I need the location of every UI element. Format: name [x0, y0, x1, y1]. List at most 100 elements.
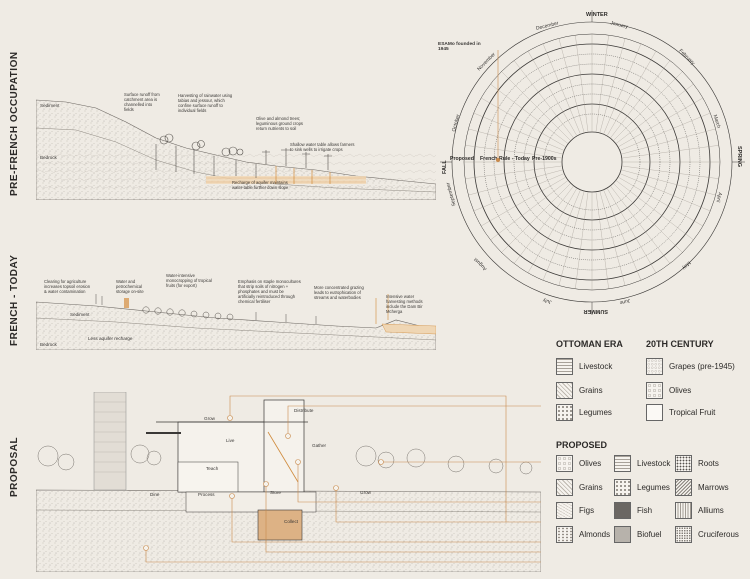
wheel-spoke [527, 51, 578, 137]
wheel-spoke [621, 165, 719, 179]
label-teach: Teach [206, 466, 219, 471]
note-shallow-water: Shallow water table allows farmers to si… [290, 142, 355, 152]
legend-century-olives: Olives [646, 381, 691, 399]
wheel-spoke [501, 71, 571, 141]
wheel-spoke [613, 183, 683, 253]
legend-proposed-almonds: Almonds [556, 525, 610, 543]
french-today-section-drawing [36, 294, 436, 350]
wheel-month-august: August [473, 256, 489, 272]
wheel-spoke [595, 191, 609, 289]
biofuel-swatch-icon [614, 525, 631, 543]
wheel-spoke [599, 190, 626, 286]
note-staple: Emphasis on staple monocultures that str… [238, 279, 301, 304]
note-rainwater-harvesting: Harvesting of rainwater using tabias and… [178, 93, 233, 113]
wheel-spoke [617, 176, 703, 227]
legend-proposed-roots: Roots [675, 454, 719, 472]
wheel-month-january: January [610, 20, 629, 30]
wheel-month-october: October [451, 113, 461, 132]
wheel-season-winter: WINTER [586, 12, 608, 18]
wheel-spoke [473, 112, 565, 151]
wheel-spoke [617, 97, 703, 148]
wheel-spoke [542, 189, 581, 281]
note-aquifer-recharge: Recharge of aquifer maintains water-tabl… [232, 180, 289, 190]
wheel-spoke [595, 35, 609, 133]
note-grazing: More concentrated grazing leads to eutro… [314, 285, 364, 300]
wheel-spoke [558, 38, 585, 134]
marrows-swatch-icon [675, 478, 692, 496]
wheel-spoke [599, 38, 626, 134]
legend-proposed-marrows: Marrows [675, 478, 729, 496]
wheel-spoke [542, 43, 581, 135]
wheel-month-june: June [619, 297, 631, 306]
label-dine: Dine [150, 492, 160, 497]
legend-proposed-cruciferous: Cruciferous [675, 525, 739, 543]
french-bedrock-label: Bedrock [40, 342, 57, 347]
almonds-swatch-icon [556, 525, 573, 543]
label-collect: Collect [284, 519, 299, 524]
label-process: Process [198, 492, 215, 497]
wheel-spoke [610, 60, 671, 139]
wheel-month-february: February [678, 48, 697, 67]
wheel-spoke [575, 35, 589, 133]
wheel-spoke [620, 128, 716, 155]
section-title-pre-french: PRE-FRENCH OCCUPATION [9, 51, 20, 196]
grapes-swatch-icon [646, 357, 663, 375]
wheel-spoke [619, 112, 711, 151]
wheel-spoke [613, 71, 683, 141]
label-live: Live [226, 438, 235, 443]
pre-french-bedrock-label: Bedrock [40, 155, 57, 160]
wheel-spoke [621, 145, 719, 159]
wheel-spoke [558, 190, 585, 286]
note-monocrop: Water-intensive monocropping of tropical… [166, 273, 212, 288]
legumes-swatch-icon [614, 478, 631, 496]
wheel-ring-french: French-Rule - Today [480, 156, 530, 162]
wheel-spoke [575, 191, 589, 289]
wheel-spoke [501, 183, 571, 253]
olives-swatch-icon [556, 454, 573, 472]
legend-proposed-grains: Grains [556, 478, 603, 496]
wheel-spoke [468, 128, 564, 155]
pre-french-section-drawing [36, 99, 436, 200]
livestock-swatch-icon [614, 454, 631, 472]
legend-proposed-title: PROPOSED [556, 440, 608, 450]
legend-ottoman-title: OTTOMAN ERA [556, 339, 623, 349]
cruciferous-swatch-icon [675, 525, 692, 543]
legend-ottoman-legumes: Legumes [556, 403, 612, 421]
figs-swatch-icon [556, 501, 573, 519]
label-gather: Gather [312, 443, 327, 448]
wheel-spoke [606, 51, 657, 137]
proposal-section-drawing [36, 392, 541, 572]
legend-century-tropical: Tropical Fruit [646, 403, 715, 421]
wheel-spoke [610, 185, 671, 264]
legend-proposed-olives: Olives [556, 454, 601, 472]
wheel-ring-pre1900: Pre-1900s [532, 156, 557, 162]
grains-swatch-icon [556, 381, 573, 399]
legend-century-title: 20TH CENTURY [646, 339, 714, 349]
seasonal-wheel: December January February March April Ma… [440, 10, 745, 315]
note-intensive-harvesting: Intensive water harvesting methods inclu… [386, 294, 423, 314]
legend-ottoman-livestock: Livestock [556, 357, 612, 375]
wheel-season-fall: FALL [442, 160, 448, 174]
fish-swatch-icon [614, 501, 631, 519]
wheel-spoke [468, 169, 564, 196]
grains-swatch-icon [556, 478, 573, 496]
legend-century-grapes: Grapes (pre-1945) [646, 357, 735, 375]
label-grow: Grow [204, 416, 215, 421]
wheel-spoke [490, 83, 569, 144]
wheel-season-summer: SUMMER [584, 308, 608, 314]
wheel-spoke [465, 165, 563, 179]
legend-proposed-figs: Figs [556, 501, 594, 519]
note-clearing: Clearing for agriculture increases topso… [44, 279, 91, 294]
wheel-spoke [513, 185, 574, 264]
legend-proposed-legumes: Legumes [614, 478, 670, 496]
alliums-swatch-icon [675, 501, 692, 519]
wheel-month-march: March [712, 114, 722, 129]
wheel-ring-proposed: Proposed [450, 156, 474, 162]
note-olive-almond: Olive and almond trees; leguminous groun… [256, 116, 304, 131]
wheel-spoke [606, 187, 657, 273]
legend-proposed-alliums: Alliums [675, 501, 724, 519]
wheel-month-april: April [715, 192, 723, 203]
wheel-spoke [465, 145, 563, 159]
french-sediment-label: Sediment [70, 312, 90, 317]
wheel-month-july: July [542, 297, 553, 305]
